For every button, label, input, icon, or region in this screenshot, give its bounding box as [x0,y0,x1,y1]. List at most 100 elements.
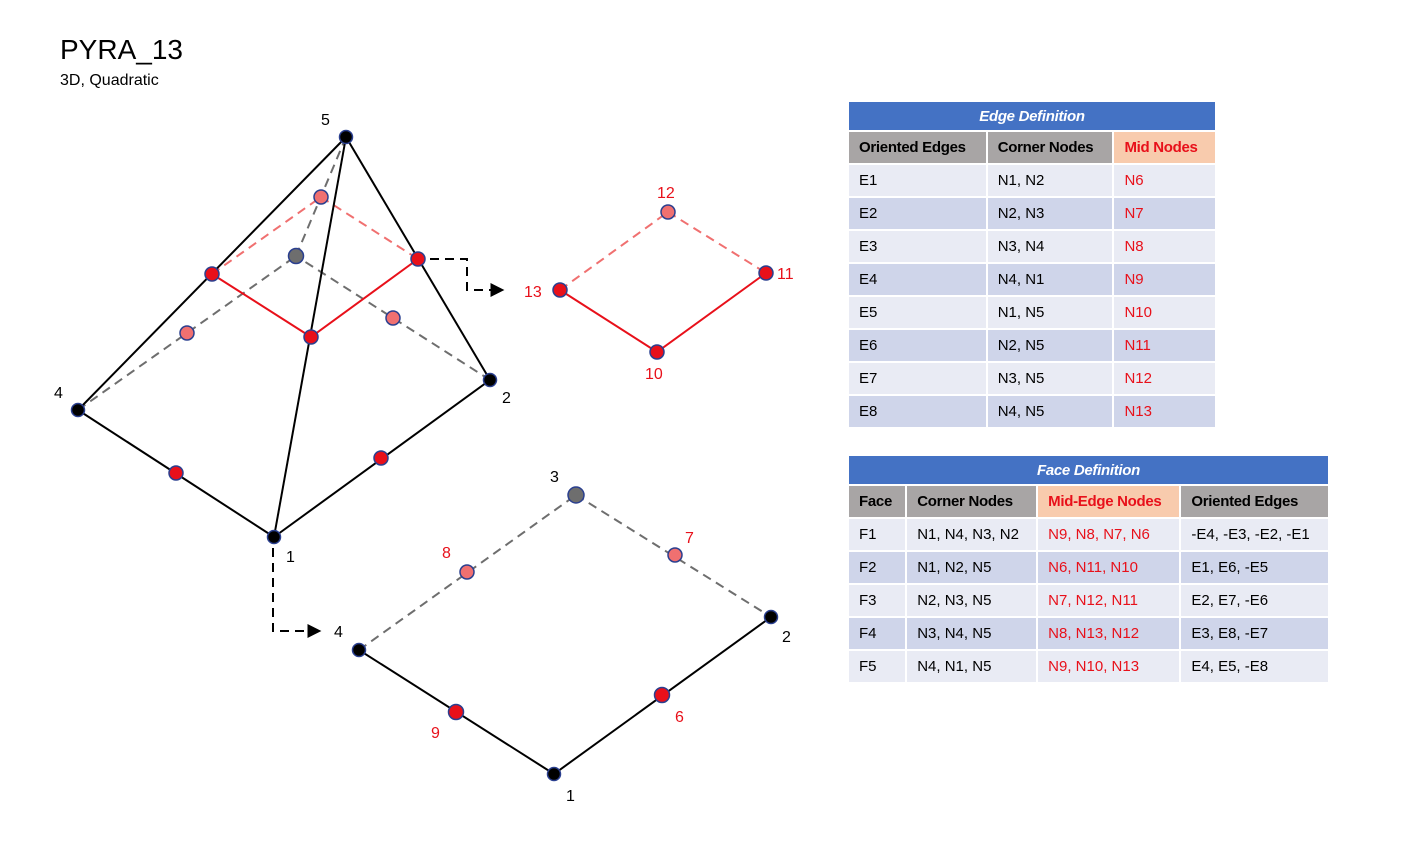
base-node-1 [546,766,562,782]
edge-cell: N10 [1112,295,1217,330]
face-cell: N7, N12, N11 [1036,583,1182,618]
edge-cell: N6 [1112,163,1217,198]
pyr-node-11 [410,251,426,267]
pyr-node-7 [385,310,401,326]
table-row: E2 N2, N3 N7 [847,196,1217,231]
mid-section-back-right [320,196,419,260]
arrow-to-base [272,548,322,638]
mid-node-10 [649,344,665,360]
base-node-2 [763,609,779,625]
face-cell: E4, E5, -E8 [1179,649,1330,684]
pyr-node-10 [303,329,319,345]
face-cell: E1, E6, -E5 [1179,550,1330,585]
edge-cell: N2, N5 [985,328,1115,363]
face-cell: F5 [846,649,908,684]
face-cell: N9, N10, N13 [1036,649,1182,684]
face-cell: E2, E7, -E6 [1179,583,1330,618]
edge-cell: N13 [1112,394,1217,429]
edge-cell: N2, N3 [985,196,1115,231]
pyr-label-1: 1 [286,549,295,566]
face-header-face: Face [846,484,908,519]
face-cell: F3 [846,583,908,618]
edge-header-oriented-edges: Oriented Edges [847,130,988,165]
edge-cell: E7 [847,361,988,396]
pyr-node-12 [313,189,329,205]
edge-cell: N7 [1112,196,1217,231]
face-header-corner-nodes: Corner Nodes [905,484,1039,519]
face-cell: E3, E8, -E7 [1179,616,1330,651]
pyr-label-5: 5 [321,112,330,129]
arrow-to-mid-section [430,258,505,297]
edge-cell: N11 [1112,328,1217,363]
table-row: E8 N4, N5 N13 [847,394,1217,429]
base-view: 1 2 3 4 6 7 8 9 [334,469,791,805]
table-row: E5 N1, N5 N10 [847,295,1217,330]
base-node-8 [459,564,475,580]
base-node-7 [667,547,683,563]
edge-cell: N8 [1112,229,1217,264]
table-row: F5 N4, N1, N5 N9, N10, N13 E4, E5, -E8 [846,649,1330,684]
mid-section-view: 10 11 12 13 [524,185,794,383]
edge-header-corner-nodes: Corner Nodes [985,130,1115,165]
pyr-node-2 [482,372,498,388]
edge-cell: E1 [847,163,988,198]
table-row: E6 N2, N5 N11 [847,328,1217,363]
mid-node-12 [660,204,676,220]
base-label-4: 4 [334,624,343,641]
edge-cell: E6 [847,328,988,363]
mid-edge-12-11 [667,211,767,274]
base-label-2: 2 [782,629,791,646]
page-subtitle: 3D, Quadratic [60,72,159,89]
edge-cell: N1, N2 [985,163,1115,198]
pyr-label-4: 4 [54,385,63,402]
edge-cell: N3, N4 [985,229,1115,264]
table-row: F2 N1, N2, N5 N6, N11, N10 E1, E6, -E5 [846,550,1330,585]
face-cell: N4, N1, N5 [905,649,1039,684]
table-row: E7 N3, N5 N12 [847,361,1217,396]
face-cell: -E4, -E3, -E2, -E1 [1179,517,1330,552]
face-cell: N9, N8, N7, N6 [1036,517,1182,552]
table-row: E1 N1, N2 N6 [847,163,1217,198]
mid-label-11: 11 [777,266,794,283]
face-cell: N1, N4, N3, N2 [905,517,1039,552]
base-label-9: 9 [431,725,440,742]
table-row: F3 N2, N3, N5 N7, N12, N11 E2, E7, -E6 [846,583,1330,618]
base-label-8: 8 [442,545,451,562]
mid-node-11 [758,265,774,281]
table-row: F1 N1, N4, N3, N2 N9, N8, N7, N6 -E4, -E… [846,517,1330,552]
edge-cell: E8 [847,394,988,429]
pyr-node-5 [338,129,354,145]
face-table-caption: Face Definition [847,454,1330,486]
mid-section-back-left [211,196,322,275]
face-cell: N6, N11, N10 [1036,550,1182,585]
mid-label-13: 13 [524,284,542,301]
mid-edge-13-12 [559,211,669,291]
edge-e3-hidden [295,255,491,381]
face-header-oriented-edges: Oriented Edges [1179,484,1330,519]
page-title: PYRA_13 [60,34,183,65]
edge-cell: N9 [1112,262,1217,297]
face-cell: F4 [846,616,908,651]
edge-cell: N1, N5 [985,295,1115,330]
face-cell: F2 [846,550,908,585]
base-node-9 [447,703,465,721]
face-cell: F1 [846,517,908,552]
base-label-6: 6 [675,709,684,726]
face-cell: N1, N2, N5 [905,550,1039,585]
table-row: E3 N3, N4 N8 [847,229,1217,264]
base-node-6 [653,686,671,704]
pyr-node-6 [373,450,389,466]
mid-edge-front [559,272,767,354]
base-edge-3-2 [575,494,772,618]
edge-table-caption: Edge Definition [847,100,1217,132]
base-label-1: 1 [566,788,575,805]
pyr-node-3 [287,247,305,265]
pyr-node-4 [70,402,86,418]
mid-node-13 [552,282,568,298]
pyr-node-8 [179,325,195,341]
pyr-label-2: 2 [502,390,511,407]
mid-label-12: 12 [657,185,675,202]
base-label-3: 3 [550,469,559,486]
base-node-3 [567,486,585,504]
